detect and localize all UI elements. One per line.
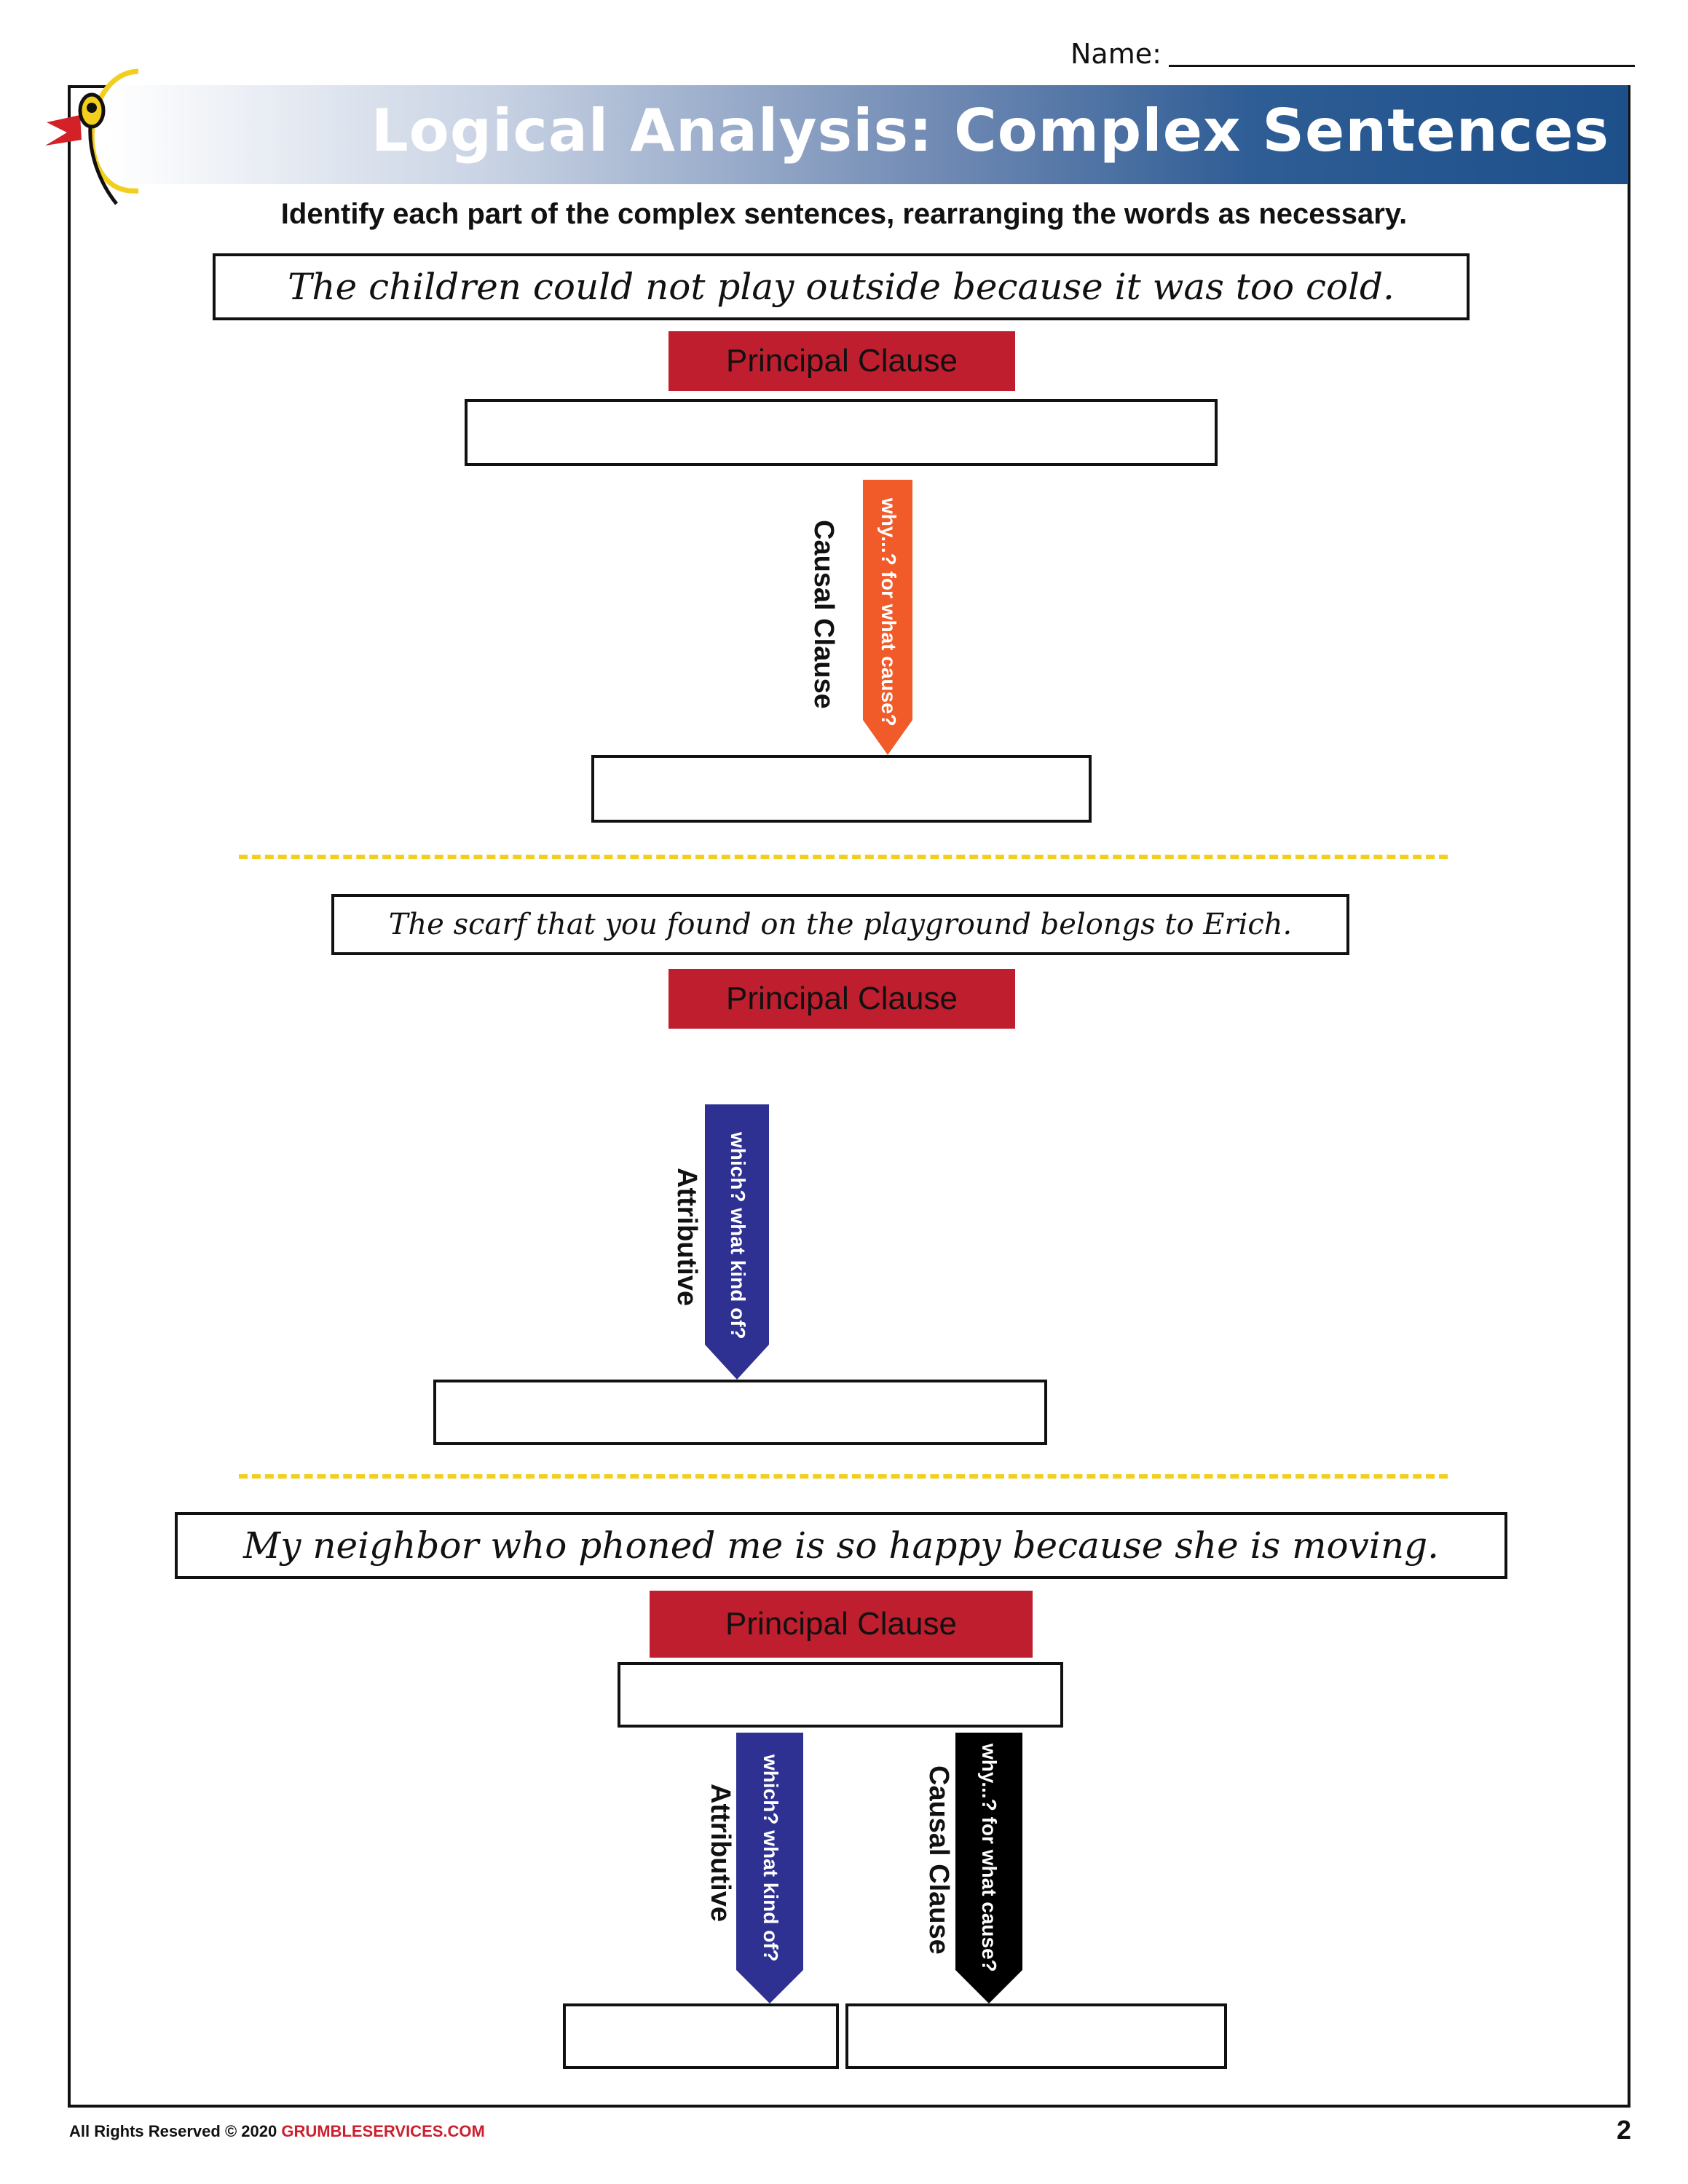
attributive-answer-3[interactable] <box>563 2003 839 2069</box>
page-title: Logical Analysis: Complex Sentences <box>371 97 1609 165</box>
attributive-arrow-3 <box>736 1733 803 2003</box>
instructions: Identify each part of the complex senten… <box>280 198 1408 230</box>
rights-text: All Rights Reserved © 2020 <box>69 2122 277 2140</box>
arrow-question-3b: why...? for what cause? <box>978 1744 1001 1972</box>
principal-clause-label-1: Principal Clause <box>669 331 1015 391</box>
principal-clause-label-2: Principal Clause <box>669 969 1015 1029</box>
arrow-question-1: why...? for what cause? <box>877 498 900 727</box>
arrow-question-3a: which? what kind of? <box>760 1754 782 1962</box>
principal-clause-answer-3[interactable] <box>618 1662 1063 1728</box>
title-banner: Logical Analysis: Complex Sentences <box>108 85 1628 184</box>
attributive-label-2: Attributive <box>671 1168 702 1306</box>
causal-clause-label-3: Causal Clause <box>923 1765 954 1955</box>
causal-arrow-3 <box>955 1733 1022 2003</box>
attributive-arrow-2 <box>705 1104 769 1380</box>
sentence-3: My neighbor who phoned me is so happy be… <box>175 1512 1507 1579</box>
principal-clause-answer-1[interactable] <box>465 399 1218 466</box>
section-divider-1 <box>239 855 1448 859</box>
principal-clause-label-3: Principal Clause <box>650 1591 1033 1658</box>
sentence-2: The scarf that you found on the playgrou… <box>331 894 1349 955</box>
bird-logo-icon <box>45 68 139 205</box>
attributive-answer-2[interactable] <box>433 1380 1047 1445</box>
attributive-label-3: Attributive <box>705 1784 735 1922</box>
footer-copyright: All Rights Reserved © 2020 GRUMBLESERVIC… <box>69 2122 485 2141</box>
arrow-question-2: which? what kind of? <box>727 1132 749 1340</box>
causal-arrow-1 <box>863 480 912 755</box>
causal-clause-answer-3[interactable] <box>845 2003 1227 2069</box>
name-label: Name: <box>1070 38 1162 70</box>
causal-clause-label-1: Causal Clause <box>808 520 839 709</box>
sentence-1: The children could not play outside beca… <box>213 253 1470 320</box>
name-input-line[interactable] <box>1169 65 1635 67</box>
causal-clause-answer-1[interactable] <box>591 755 1092 823</box>
section-divider-2 <box>239 1474 1448 1479</box>
brand-link[interactable]: GRUMBLESERVICES.COM <box>281 2122 485 2140</box>
page-number: 2 <box>1616 2115 1631 2145</box>
